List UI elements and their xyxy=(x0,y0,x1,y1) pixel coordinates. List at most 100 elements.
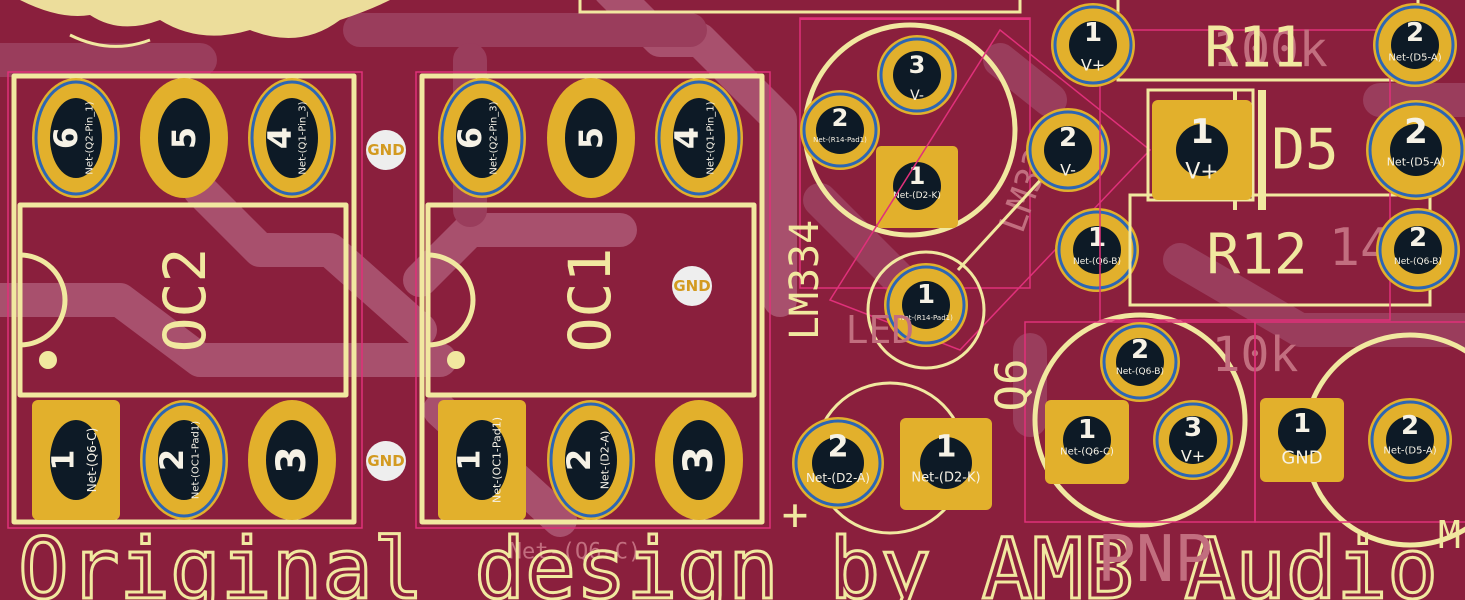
oc2-pin-3[interactable]: 3 xyxy=(248,400,336,520)
d5-pin-2[interactable]: 2 Net-(D5-A) xyxy=(1366,100,1465,200)
q6-ref-label: Q6 xyxy=(987,359,1038,412)
oc1-pin-3[interactable]: 3 xyxy=(655,400,743,520)
top-artwork xyxy=(20,0,1030,48)
led-pin-1-net: Net-(D2-K) xyxy=(911,471,980,486)
oc1-pin-1-net: Net-(OC1-Pad1) xyxy=(491,417,504,503)
gnd-via-1[interactable]: GND xyxy=(366,130,406,170)
r12-pin-2-net: Net-(Q6-B) xyxy=(1394,257,1442,267)
oc2-ref-label: OC2 xyxy=(151,248,219,353)
led-ghost-label: LED xyxy=(846,308,915,352)
cap-pin-1[interactable]: 1 GND xyxy=(1260,398,1344,482)
d5-pin-1[interactable]: 1 V+ xyxy=(1152,100,1252,200)
r11-pin-2-net: Net-(D5-A) xyxy=(1388,53,1441,64)
lm334-ref-label: LM334 xyxy=(782,220,828,340)
gnd-via-2[interactable]: GND xyxy=(366,441,406,481)
cap-pin-2-number: 2 xyxy=(1401,411,1419,441)
r11-pin-2[interactable]: 2 Net-(D5-A) xyxy=(1373,3,1457,87)
oc2-pin-1[interactable]: 1 Net-(Q6-C) xyxy=(32,400,120,520)
oc2-pin-2-number: 2 xyxy=(153,449,191,471)
oc1-pads: 6 Net-(Q2-Pin_3) 5 4 Net-(Q1-Pin_1) 1 Ne… xyxy=(438,78,743,520)
r11-d5-r12-region: 100k R11 D5 14 R12 10k 1 V+ 2 Net-(D5-A)… xyxy=(1051,0,1465,383)
oc2-pin-6[interactable]: 6 Net-(Q2-Pin_1) xyxy=(32,78,120,198)
oc2-pin-4-number: 4 xyxy=(261,127,299,149)
oc1-pin-6-net: Net-(Q2-Pin_3) xyxy=(489,101,500,174)
lm334-pin-3[interactable]: 3 V- xyxy=(877,35,957,115)
lm334-pin-2[interactable]: 2 Net-(R14-Pad1) xyxy=(800,90,880,170)
r13-pin-2-number: 2 xyxy=(1059,123,1077,153)
d5-pin-2-number: 2 xyxy=(1404,112,1428,152)
oc2-pin-5[interactable]: 5 xyxy=(140,78,228,198)
d5-pin-1-number: 1 xyxy=(1190,112,1214,152)
oc1-pin-1[interactable]: 1 Net-(OC1-Pad1) xyxy=(438,400,526,520)
led-plus-marker: + xyxy=(782,490,809,541)
q6-pin-2-net: Net-(Q6-B) xyxy=(1116,367,1164,377)
oc2-pin-3-number: 3 xyxy=(269,446,315,474)
r13-pin-1-net: Net-(Q6-B) xyxy=(1073,257,1121,267)
oc1-pin-2[interactable]: 2 Net-(D2-A) xyxy=(547,400,635,520)
r13-pin-1-number: 1 xyxy=(1088,223,1106,253)
r13-pin-1[interactable]: 1 Net-(Q6-B) xyxy=(1055,208,1139,292)
oc1-pin-2-net: Net-(D2-A) xyxy=(599,431,612,490)
oc2-pin-5-number: 5 xyxy=(165,127,203,149)
q6-pin-2-number: 2 xyxy=(1131,335,1149,365)
led-pin-1-number: 1 xyxy=(936,430,957,465)
oc1-pin-6[interactable]: 6 Net-(Q2-Pin_3) xyxy=(438,78,526,198)
lm334-pin-3-number: 3 xyxy=(909,51,926,79)
oc2-pin-2-net: Net-(OC1-Pad1) xyxy=(191,421,202,499)
lm334-pin-2-number: 2 xyxy=(832,104,849,132)
d5-pin-2-net: Net-(D5-A) xyxy=(1387,156,1446,169)
r12-ref-label: R12 xyxy=(1206,223,1307,288)
led-footprint: + 2 Net-(D2-A) 1 Net-(D2-K) xyxy=(782,381,992,541)
oc2-pin-4-net: Net-(Q1-Pin_3) xyxy=(298,101,309,174)
oc1-pin-1-number: 1 xyxy=(453,450,488,471)
q6-pin-3-number: 3 xyxy=(1184,413,1202,443)
oc2-footprint: OC2 xyxy=(7,71,363,529)
cap-pin-1-number: 1 xyxy=(1293,409,1311,439)
r13-pin-2-net: V- xyxy=(1060,161,1076,180)
oc1-pin-4-number: 4 xyxy=(668,127,706,149)
oc2-pin-2[interactable]: 2 Net-(OC1-Pad1) xyxy=(140,400,228,520)
r12-pin-2-number: 2 xyxy=(1409,223,1427,253)
gnd-via-3-label: GND xyxy=(673,277,710,295)
r11-pin-1-net: V+ xyxy=(1081,56,1105,75)
r11-value-ghost: 100k xyxy=(1212,22,1328,78)
led-pin-2-net: Net-(D2-A) xyxy=(806,471,870,485)
r13-pin-2[interactable]: 2 V- xyxy=(1026,108,1110,192)
footer-credit-text: Original design by AMB Audio xyxy=(18,520,1438,600)
lm334-pin-1[interactable]: 1 Net-(D2-K) xyxy=(876,146,958,228)
oc2-pads: 6 Net-(Q2-Pin_1) 5 4 Net-(Q1-Pin_3) 1 Ne… xyxy=(32,78,336,520)
gnd-via-3[interactable]: GND xyxy=(672,266,712,306)
d5-pin-1-net: V+ xyxy=(1185,160,1218,185)
oc1-pin-5-number: 5 xyxy=(572,127,610,149)
r12-pin-2[interactable]: 2 Net-(Q6-B) xyxy=(1376,208,1460,292)
led-pin-1[interactable]: 1 Net-(D2-K) xyxy=(900,418,992,510)
oc2-pin-1-net: Net-(Q6-C) xyxy=(85,428,99,493)
cap-pin-2[interactable]: 2 Net-(D5-A) xyxy=(1368,398,1452,482)
q6-pin-3[interactable]: 3 V+ xyxy=(1153,400,1233,480)
q6-pin-1[interactable]: 1 Net-(Q6-C) xyxy=(1045,400,1129,484)
lm334-pin-1-number: 1 xyxy=(909,162,926,190)
oc1-pin-2-number: 2 xyxy=(560,449,598,471)
oc2-pin-6-number: 6 xyxy=(47,127,85,149)
cap-pin-2-net: Net-(D5-A) xyxy=(1383,446,1436,457)
gnd-via-2-label: GND xyxy=(367,452,404,470)
oc1-ref-label: OC1 xyxy=(556,248,624,353)
oc1-pin-4[interactable]: 4 Net-(Q1-Pin_1) xyxy=(655,78,743,198)
q6-pin-2[interactable]: 2 Net-(Q6-B) xyxy=(1100,322,1180,402)
lm334-pin-3-net: V- xyxy=(910,88,924,104)
oc1-pin-5[interactable]: 5 xyxy=(547,78,635,198)
r14-footprint: 1 Net-(R14-Pad1) LED xyxy=(846,250,986,370)
led-pin-2[interactable]: 2 Net-(D2-A) xyxy=(792,417,884,509)
d5-ref-label: D5 xyxy=(1271,118,1338,183)
oc1-pin-4-net: Net-(Q1-Pin_1) xyxy=(706,101,717,174)
led-pin-2-number: 2 xyxy=(828,430,849,465)
footer: Net-(Q6-C) Original design by AMB Audio … xyxy=(17,513,1461,600)
r11-pin-1[interactable]: 1 V+ xyxy=(1051,3,1135,87)
q6-pin-3-net: V+ xyxy=(1181,447,1205,466)
r11-ref-label: R11 xyxy=(1204,16,1305,81)
lm334-pin-1-net: Net-(D2-K) xyxy=(893,191,941,201)
oc2-pin-4[interactable]: 4 Net-(Q1-Pin_3) xyxy=(248,78,336,198)
q6-footprint: Q6 2 Net-(Q6-B) 1 Net-(Q6-C) 3 V+ xyxy=(987,312,1256,528)
r14-pin-1[interactable]: 1 Net-(R14-Pad1) xyxy=(884,263,968,347)
q6-pin-1-number: 1 xyxy=(1078,415,1096,445)
